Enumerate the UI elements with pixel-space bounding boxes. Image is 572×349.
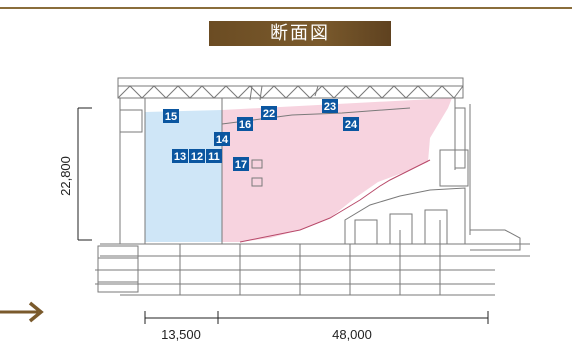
marker-11: 11	[206, 149, 222, 163]
hall-zone	[222, 98, 452, 242]
svg-text:11: 11	[208, 151, 220, 163]
building-linework	[95, 77, 530, 296]
svg-text:17: 17	[235, 159, 247, 171]
seating-rake	[239, 159, 431, 243]
svg-text:24: 24	[345, 119, 358, 131]
stage-width-dimension-label: 13,500	[161, 327, 201, 342]
marker-22: 22	[261, 106, 277, 120]
marker-15: 15	[163, 109, 179, 123]
svg-text:13: 13	[174, 151, 186, 163]
marker-12: 12	[189, 149, 205, 163]
svg-text:12: 12	[191, 151, 203, 163]
svg-text:23: 23	[324, 101, 336, 113]
marker-17: 17	[233, 157, 249, 171]
header-divider	[0, 7, 572, 9]
arrow-right-icon[interactable]	[0, 300, 50, 324]
dimension-lines	[77, 107, 489, 324]
stage-zone	[145, 110, 222, 242]
height-dimension-label: 22,800	[58, 156, 73, 196]
section-title: 断面図	[209, 21, 391, 46]
marker-16: 16	[237, 117, 253, 131]
marker-24: 24	[343, 117, 359, 131]
hall-width-dimension-label: 48,000	[332, 327, 372, 342]
svg-text:16: 16	[239, 119, 251, 131]
marker-14: 14	[214, 132, 230, 146]
svg-text:14: 14	[216, 134, 229, 146]
marker-23: 23	[322, 99, 338, 113]
svg-text:15: 15	[165, 111, 177, 123]
svg-text:22: 22	[263, 108, 275, 120]
marker-13: 13	[172, 149, 188, 163]
